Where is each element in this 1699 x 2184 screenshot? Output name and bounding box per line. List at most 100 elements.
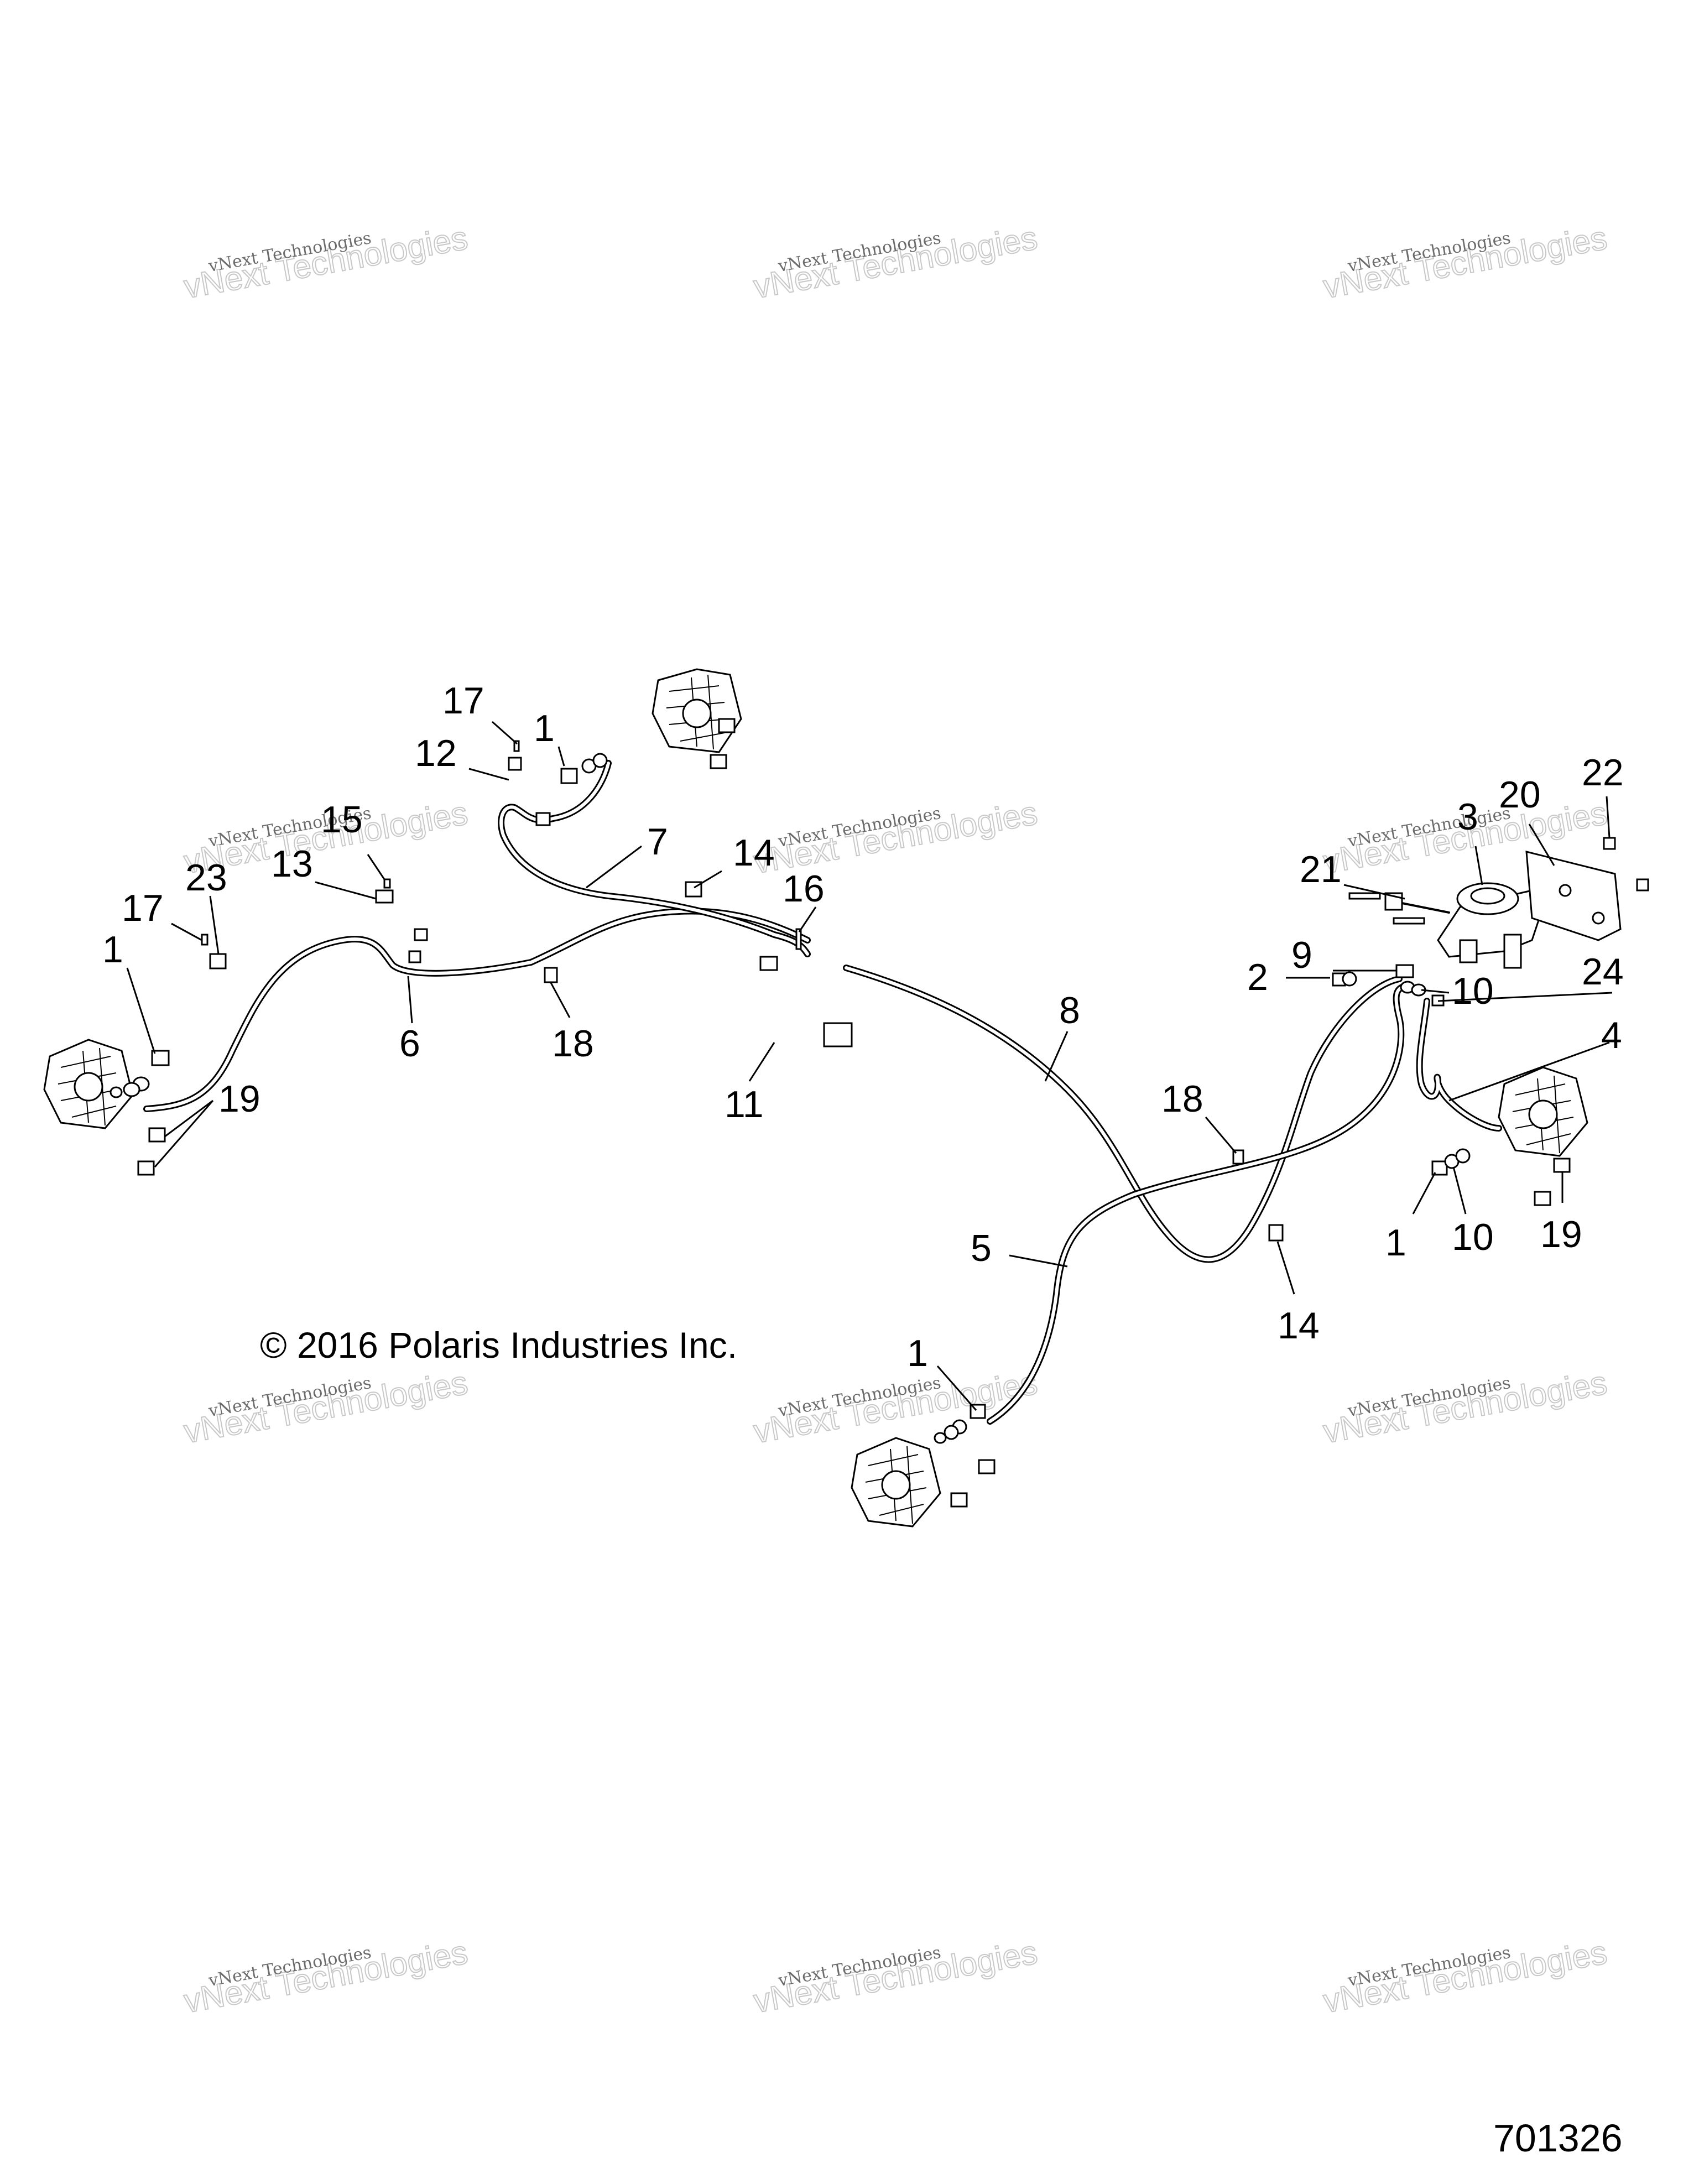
pushrod <box>1393 900 1450 914</box>
watermark-low-left: vNext Technologies vNext Technologies <box>181 1363 471 1451</box>
callout-5: 5 <box>971 1227 992 1269</box>
screw <box>513 740 520 752</box>
callout-23: 23 <box>185 857 227 899</box>
callout-12: 12 <box>415 732 457 774</box>
leader-13 <box>315 881 377 900</box>
callout-20: 20 <box>1499 774 1541 816</box>
washer <box>934 1432 947 1444</box>
mount-bolt <box>148 1127 166 1143</box>
callout-10: 10 <box>1452 970 1494 1012</box>
leader-24 <box>1437 992 1613 1002</box>
callout-24: 24 <box>1582 951 1624 993</box>
callout-16: 16 <box>783 868 825 910</box>
watermark-bottom-center: vNext Technologies vNext Technologies <box>751 1933 1041 2020</box>
watermark-mid-center: vNext Technologies vNext Technologies <box>751 794 1041 881</box>
retaining-bolt <box>544 967 558 983</box>
callout-8: 8 <box>1059 989 1080 1031</box>
crush-washer <box>944 1425 959 1440</box>
callout-4: 4 <box>1601 1014 1622 1056</box>
mount-bolt <box>1534 1191 1551 1206</box>
brake-caliper-front-left <box>851 1437 941 1528</box>
leader-18a <box>549 981 571 1018</box>
crush-washer <box>1455 1148 1471 1164</box>
screw <box>383 878 391 889</box>
brake-caliper-front-right <box>1498 1066 1588 1157</box>
copyright-text: © 2016 Polaris Industries Inc. <box>260 1325 737 1365</box>
outlet-port <box>1459 939 1478 963</box>
leader-1a <box>557 746 565 767</box>
mount-bolt <box>1553 1158 1571 1173</box>
brake-line-8-inner <box>845 966 1401 1262</box>
callout-1: 1 <box>102 929 123 971</box>
callout-1: 1 <box>1385 1222 1406 1264</box>
brake-line-5 <box>987 984 1405 1425</box>
brake-line-8 <box>843 965 1403 1263</box>
brake-line-6-inner <box>145 909 809 1111</box>
brake-line-7-inner <box>499 762 809 956</box>
part-number: 701326 <box>1493 2117 1623 2160</box>
washer <box>110 1086 123 1098</box>
screw <box>201 934 209 946</box>
brake-caliper-top-rear <box>652 668 742 753</box>
callout-21: 21 <box>1300 848 1342 890</box>
leader-10b <box>1452 1166 1467 1215</box>
leader-20 <box>1528 823 1555 866</box>
watermark-low-right: vNext Technologies vNext Technologies <box>1320 1363 1611 1451</box>
callout-17: 17 <box>122 887 164 929</box>
crush-washer <box>123 1082 140 1097</box>
bolt-21 <box>1348 892 1381 900</box>
brake-line-4-inner <box>1417 999 1500 1130</box>
caliper-piston <box>74 1072 103 1102</box>
callouts: 17 12 1 7 14 16 15 13 23 17 1 6 18 11 19… <box>102 680 1624 1374</box>
leader-16 <box>798 906 817 932</box>
callout-18: 18 <box>1161 1078 1203 1120</box>
leader-18b <box>1205 1117 1237 1154</box>
leader-10a <box>1421 989 1450 994</box>
callout-18: 18 <box>552 1023 594 1065</box>
callout-19: 19 <box>1540 1213 1582 1255</box>
outlet-port <box>1503 934 1522 969</box>
callout-22: 22 <box>1582 752 1624 794</box>
mount-bolt <box>718 718 736 733</box>
caliper-piston <box>1528 1099 1558 1129</box>
callout-14: 14 <box>1278 1305 1320 1347</box>
callout-9: 9 <box>1291 934 1312 976</box>
hose-clip-icon <box>535 812 551 826</box>
leader-23 <box>209 895 220 955</box>
banjo-bolt <box>560 768 578 784</box>
bracket-hole <box>1559 884 1572 897</box>
leader-14b <box>1276 1241 1295 1295</box>
leader-14a <box>694 870 722 889</box>
callout-3: 3 <box>1457 796 1478 838</box>
caliper-piston <box>881 1470 911 1500</box>
leader-3 <box>1474 846 1483 885</box>
bolt-21 <box>1393 917 1425 925</box>
fitting <box>1395 964 1414 978</box>
retaining-bolt <box>1232 1149 1244 1165</box>
leader-4 <box>1448 1041 1610 1102</box>
leader-5 <box>1009 1254 1068 1268</box>
watermark-group: vNext Technologies vNext Technologies vN… <box>181 218 1611 2020</box>
leader-7 <box>586 845 642 889</box>
leader-12 <box>468 768 509 781</box>
hose-clip-icon <box>1268 1224 1284 1242</box>
leader-21 <box>1343 884 1405 900</box>
leader-22 <box>1606 796 1611 838</box>
leader-1b <box>126 967 156 1054</box>
callout-7: 7 <box>647 821 668 863</box>
callout-19: 19 <box>218 1078 260 1120</box>
leader-17b <box>171 922 202 941</box>
banjo-bolt <box>970 1404 986 1419</box>
mount-bolt <box>978 1459 996 1474</box>
master-cylinder-assembly <box>1384 851 1622 969</box>
leader-17a <box>492 721 518 745</box>
watermark-bottom-right: vNext Technologies vNext Technologies <box>1320 1933 1611 2020</box>
mounting-bracket-icon <box>1525 851 1622 941</box>
leader-1c <box>936 1365 977 1411</box>
leader-11 <box>748 1042 775 1082</box>
hose-clip-icon <box>414 928 428 941</box>
nut-22 <box>1636 878 1649 892</box>
callout-2: 2 <box>1247 956 1268 998</box>
watermark-low-center: vNext Technologies vNext Technologies <box>751 1363 1041 1451</box>
